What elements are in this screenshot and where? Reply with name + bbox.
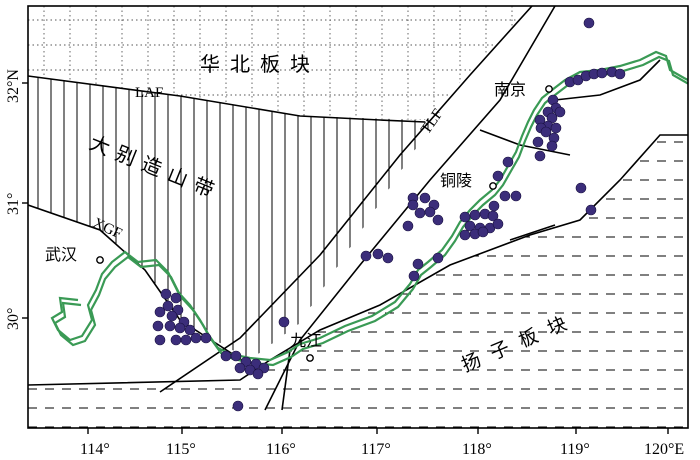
deposit-point: [360, 250, 372, 262]
fault-east-a: [479, 129, 571, 156]
xgf-fault: [28, 204, 246, 363]
deposit-point: [596, 67, 608, 79]
deposit-point: [190, 332, 202, 344]
fault-south-a: [281, 349, 291, 411]
deposit-point: [162, 300, 174, 312]
city-markers: [96, 85, 553, 362]
deposit-point: [424, 206, 436, 218]
deposit-point: [200, 332, 212, 344]
deposit-point: [220, 350, 232, 362]
y-axis-labels: 32°N 31° 30°: [5, 69, 22, 330]
jiujiang-marker: [306, 354, 314, 362]
deposit-point: [487, 210, 499, 222]
map-frame: [27, 5, 689, 429]
x-tick-116: 116°: [266, 441, 296, 458]
deposit-point: [408, 270, 420, 282]
laf-fault: [28, 75, 426, 123]
axis-tick-marks: [22, 82, 669, 434]
label-tongling: 铜陵: [440, 171, 472, 190]
deposit-point: [459, 211, 471, 223]
deposit-point: [477, 226, 489, 238]
deposit-point: [230, 350, 242, 362]
wuhan-marker: [96, 256, 104, 264]
deposit-points: [152, 17, 626, 412]
north-china-plate-pattern: [28, 6, 532, 120]
deposit-point: [575, 182, 587, 194]
deposit-point: [464, 220, 476, 232]
deposit-point: [170, 292, 182, 304]
yangtze-river: [50, 50, 688, 367]
label-wuhan: 武汉: [45, 245, 77, 264]
deposit-point: [180, 334, 192, 346]
deposit-point: [532, 136, 544, 148]
deposit-point: [585, 204, 597, 216]
deposit-point: [166, 310, 178, 322]
deposit-point: [160, 288, 172, 300]
fault-nanjing-east: [554, 59, 661, 101]
deposit-point: [152, 320, 164, 332]
label-laf: LAF: [135, 85, 163, 101]
deposit-point: [382, 252, 394, 264]
x-axis-labels: 114° 115° 116° 117° 118° 119° 120°E: [80, 441, 684, 458]
deposit-point: [459, 229, 471, 241]
deposit-point: [164, 320, 176, 332]
deposit-point: [232, 400, 244, 412]
tlf-fault-east: [264, 6, 556, 411]
label-north-china-plate: 华北板块: [200, 52, 320, 76]
nanjing-marker: [545, 85, 553, 93]
x-tick-119: 119°: [560, 441, 590, 458]
deposit-point: [510, 190, 522, 202]
x-tick-117: 117°: [361, 441, 391, 458]
deposit-point: [554, 106, 566, 118]
x-tick-114: 114°: [80, 441, 110, 458]
deposit-point: [499, 190, 511, 202]
deposit-point: [154, 334, 166, 346]
x-tick-120: 120°E: [644, 441, 684, 458]
deposit-point: [372, 248, 384, 260]
deposit-point: [492, 218, 504, 230]
fault-south-b: [509, 224, 556, 241]
label-jiujiang: 九江: [290, 331, 322, 350]
deposit-point: [414, 207, 426, 219]
deposit-point: [502, 156, 514, 168]
deposit-point: [488, 200, 500, 212]
x-tick-115: 115°: [166, 441, 196, 458]
deposit-point: [540, 126, 552, 138]
y-tick-31: 31°: [5, 193, 22, 215]
tongling-marker: [489, 182, 497, 190]
deposit-point: [534, 150, 546, 162]
deposit-point: [412, 258, 424, 270]
x-tick-118: 118°: [462, 441, 492, 458]
deposit-point: [184, 324, 196, 336]
deposit-point: [170, 334, 182, 346]
deposit-point: [419, 192, 431, 204]
deposit-point: [492, 170, 504, 182]
y-tick-30: 30°: [5, 308, 22, 330]
label-nanjing: 南京: [494, 80, 526, 99]
y-tick-32: 32°N: [5, 69, 22, 103]
deposit-point: [402, 220, 414, 232]
deposit-point: [407, 199, 419, 211]
deposit-point: [432, 252, 444, 264]
deposit-point: [252, 368, 264, 380]
deposit-point: [278, 316, 290, 328]
deposit-point: [234, 362, 246, 374]
deposit-point: [469, 209, 481, 221]
deposit-point: [432, 214, 444, 226]
deposit-point: [550, 122, 562, 134]
deposit-point: [583, 17, 595, 29]
deposit-point: [614, 68, 626, 80]
deposit-point: [154, 306, 166, 318]
tlf-fault-west: [159, 6, 533, 393]
deposit-point: [546, 140, 558, 152]
deposit-point: [174, 322, 186, 334]
